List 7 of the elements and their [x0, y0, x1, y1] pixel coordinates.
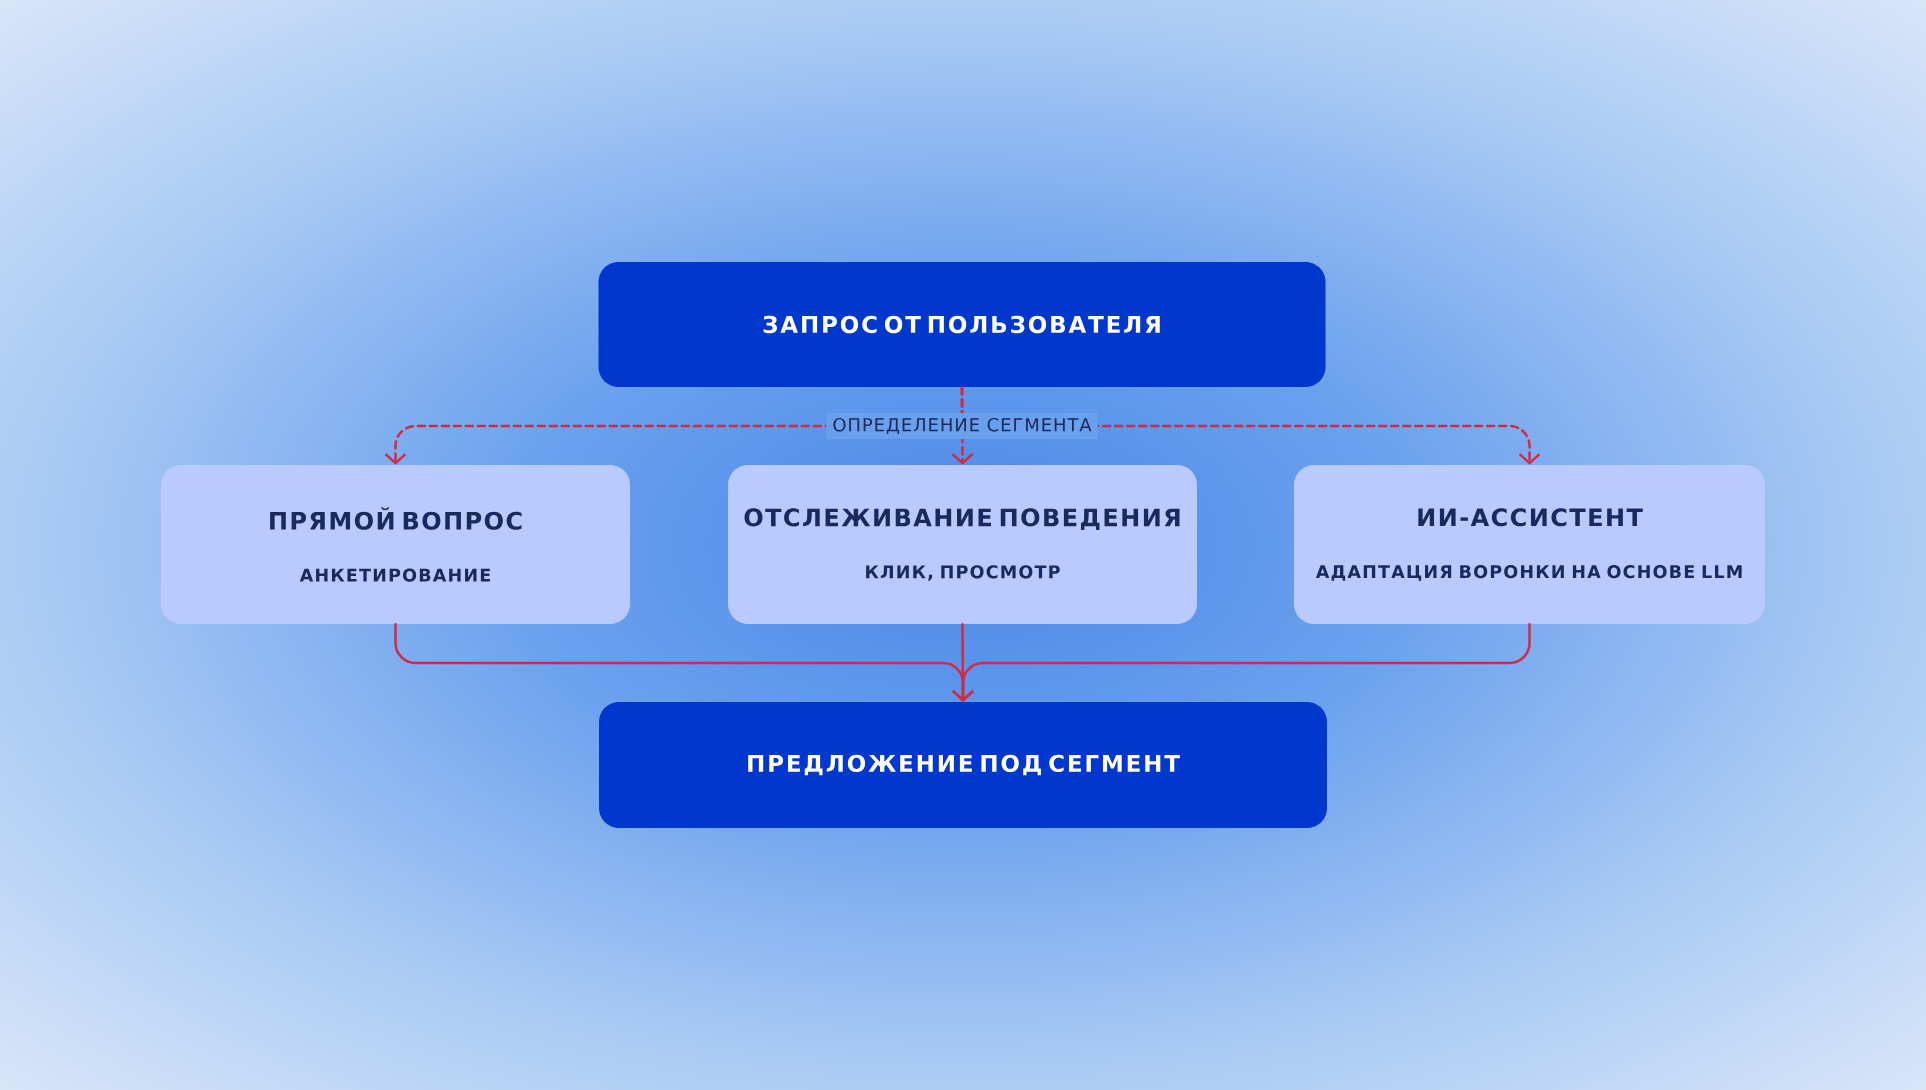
edge-label: ОПРЕДЕЛЕНИЕ СЕГМЕНТА	[826, 412, 1098, 440]
process-box: ПРЯМОЙ ВОПРОС АНКЕТИРОВАНИЕ	[161, 465, 630, 624]
process-box: ИИ-АССИСТЕНТ АДАПТАЦИЯ ВОРОНКИ НА ОСНОВЕ LLM	[1294, 465, 1765, 624]
process-box: ОТСЛЕЖИВАНИЕ ПОВЕДЕНИЯ КЛИК, ПРОСМОТР	[728, 465, 1197, 624]
process-box: ПРЕДЛОЖЕНИЕ ПОД СЕГМЕНТ	[599, 702, 1327, 828]
arrow	[952, 622, 1531, 702]
process-box: ЗАПРОС ОТ ПОЛЬЗОВАТЕЛЯ	[598, 262, 1326, 387]
